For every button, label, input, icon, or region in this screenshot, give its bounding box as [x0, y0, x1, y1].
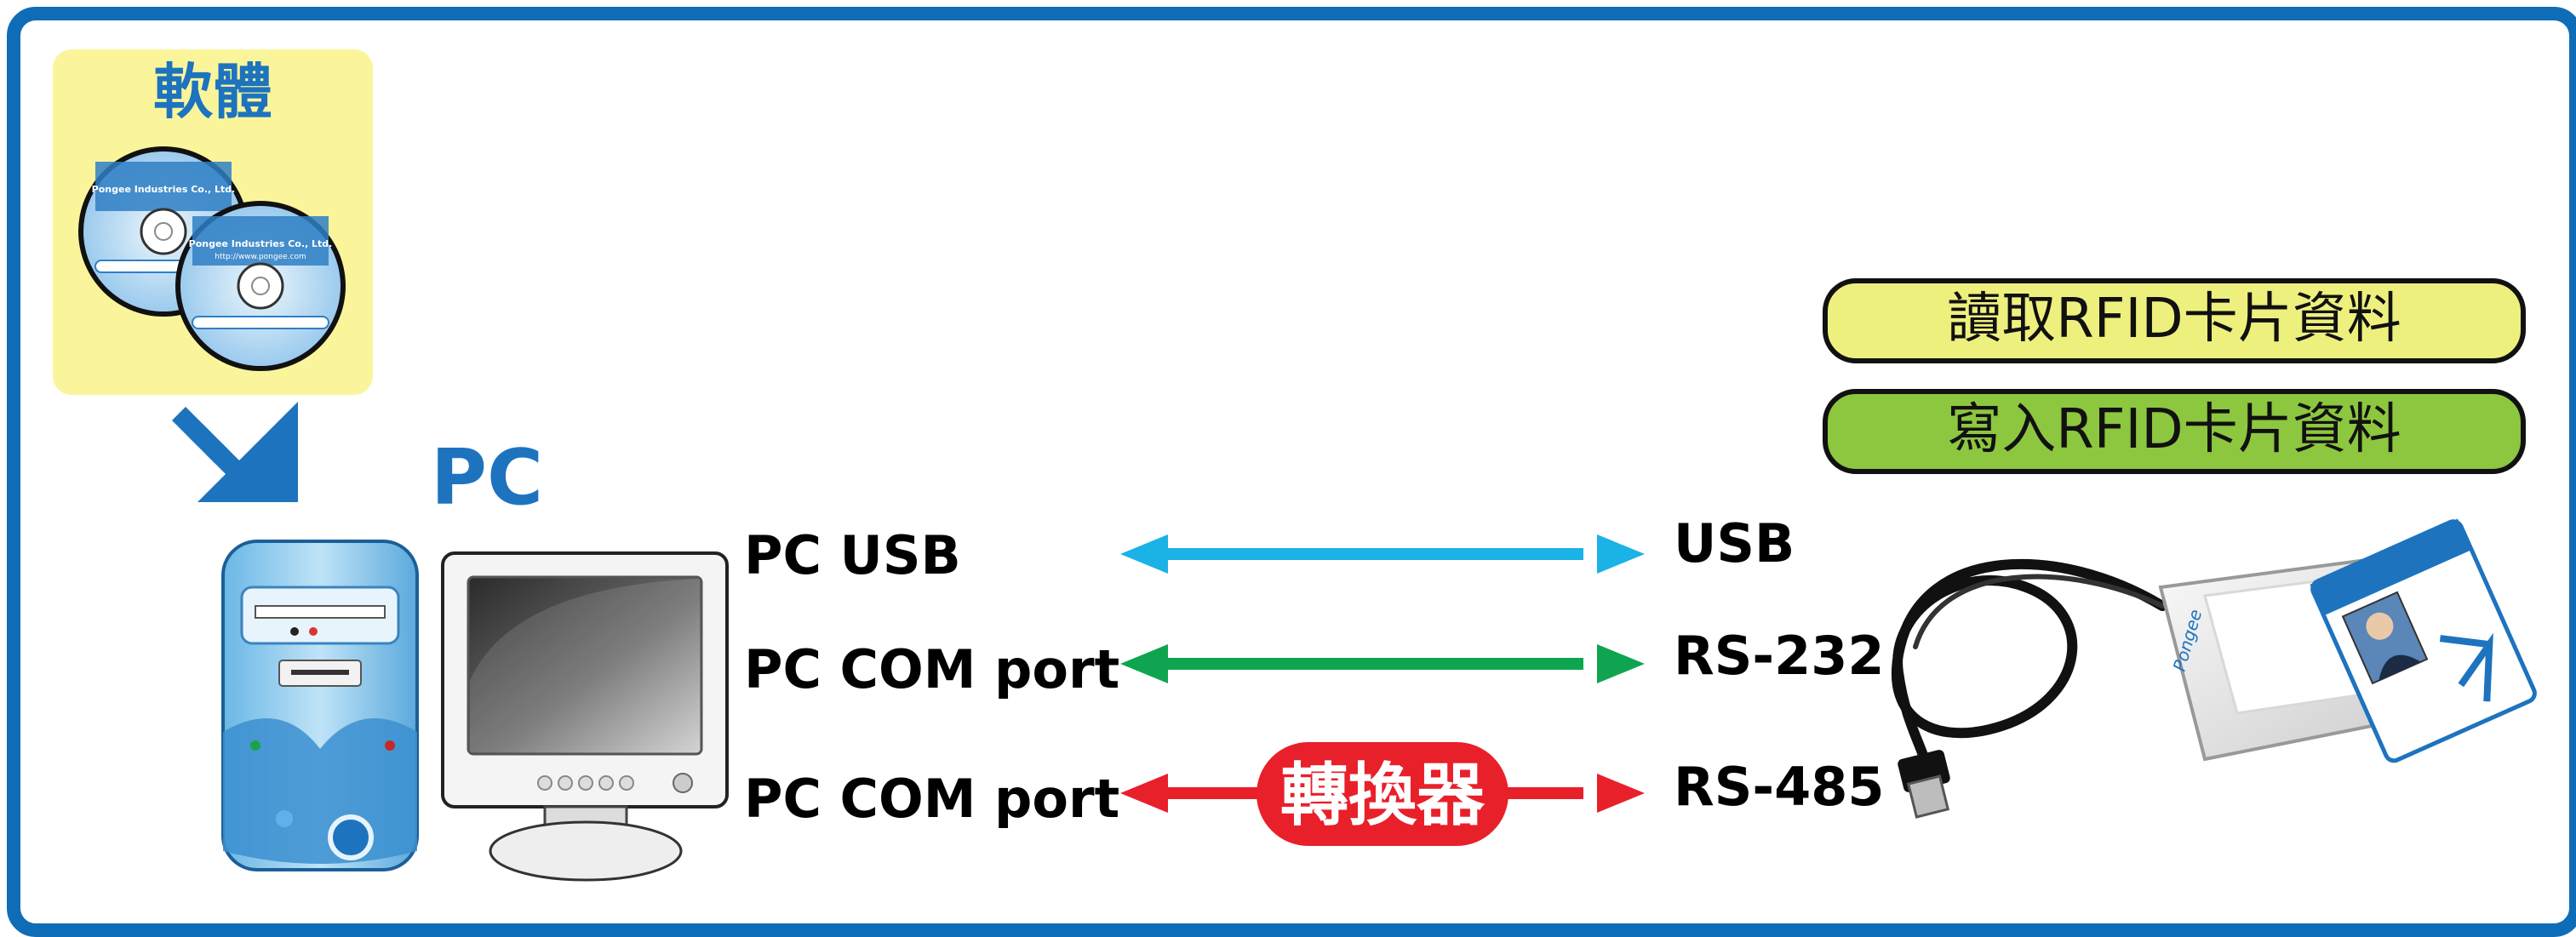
- software-panel: 軟體 Pongee Industries Co., Ltd. Pongee In…: [53, 49, 373, 395]
- rs232-link-arrow: [1120, 644, 1645, 683]
- usb-plug-icon: [1898, 750, 1950, 819]
- cd-disc-icon: Pongee Industries Co., Ltd. http://www.p…: [175, 201, 346, 371]
- usb-cable-icon: [1891, 558, 2167, 771]
- monitor-icon: [441, 551, 729, 882]
- pc-com-port-label: PC COM port: [744, 768, 1120, 830]
- pc-label: PC: [431, 433, 543, 523]
- rfid-card-icon: [2310, 518, 2537, 763]
- converter-label: 轉換器: [1280, 756, 1485, 835]
- rs232-label: RS-232: [1674, 625, 1885, 687]
- rs485-label: RS-485: [1674, 756, 1885, 818]
- write-rfid-label: 寫入RFID卡片資料: [1947, 398, 2401, 461]
- cd-company-label: Pongee Industries Co., Ltd.: [189, 238, 333, 249]
- usb-label: USB: [1674, 512, 1795, 574]
- write-rfid-badge: 寫入RFID卡片資料: [1823, 389, 2526, 474]
- cd-company-label: Pongee Industries Co., Ltd.: [92, 184, 236, 195]
- cd-url-label: http://www.pongee.com: [215, 253, 306, 261]
- usb-link-arrow: [1120, 534, 1645, 574]
- software-title: 軟體: [153, 57, 272, 127]
- pc-tower-icon: [221, 540, 419, 871]
- pc-com-port-label: PC COM port: [744, 638, 1120, 700]
- read-rfid-badge: 讀取RFID卡片資料: [1823, 278, 2526, 363]
- pc-usb-label: PC USB: [744, 524, 961, 586]
- install-arrow-icon: [172, 402, 298, 502]
- read-rfid-label: 讀取RFID卡片資料: [1947, 288, 2401, 351]
- converter-badge: 轉換器: [1257, 742, 1508, 846]
